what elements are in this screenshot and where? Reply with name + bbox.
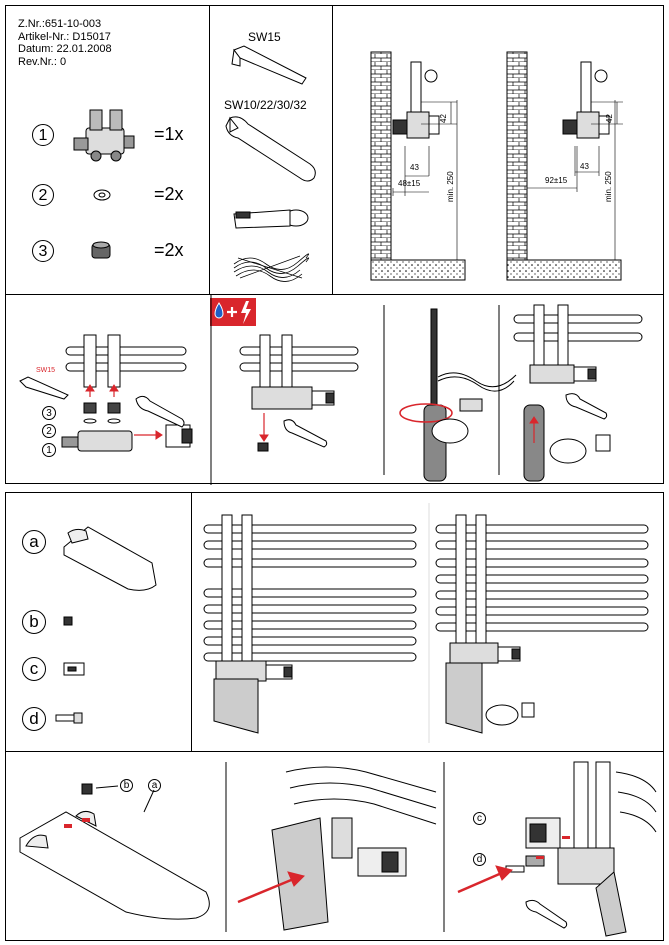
assembly-panel: SW15 3 2 1 [5, 294, 664, 485]
callout-2: 2 [42, 424, 56, 438]
cover-install-illustrations [19, 761, 657, 937]
callout-1: 1 [42, 443, 56, 457]
installation-dimension-drawings [370, 51, 623, 281]
valve-right-icon [562, 61, 610, 139]
dim-43-left: 43 [410, 163, 419, 172]
wall-left-icon [370, 51, 466, 281]
part-quantity-1: =1x [154, 124, 184, 144]
parts-panel: Z.Nr.:651-10-003 Artikel-Nr.: D15017 Dat… [5, 5, 210, 295]
valve-assembly-icon [61, 424, 193, 452]
tools-panel: SW15 SW10/22/30/32 [209, 5, 333, 295]
parts-illustrations [73, 109, 135, 259]
wrench-icon [225, 116, 316, 182]
arrow-step2 [259, 413, 269, 442]
cover-part-b: b [22, 610, 46, 634]
callout-b: b [120, 779, 133, 792]
callout-3: 3 [42, 406, 56, 420]
dim-43-right: 43 [580, 162, 589, 171]
dimension-lines-left [392, 100, 461, 261]
cover-install-panel: b a c d [5, 751, 664, 941]
dim-min250-right: min. 250 [604, 171, 613, 202]
slide-cover-icon [271, 766, 437, 931]
dimensions-panel: 42 43 48±15 min. 250 42 43 92±15 min. 25… [332, 5, 664, 295]
dim-92-right: 92±15 [545, 176, 568, 185]
radiator-step2-icon [239, 334, 359, 452]
hex-key-small-icon [19, 376, 69, 400]
wrench-small-icon [135, 395, 185, 428]
hex-key-icon [231, 45, 307, 85]
radiator-pipes-icon [65, 334, 187, 388]
red-slots [64, 818, 90, 828]
dimension-lines-right [527, 100, 623, 261]
radiators-with-cover-illustrations [203, 503, 649, 743]
cover-parts-panel: a b c d [5, 492, 192, 752]
cover-part-a: a [22, 530, 46, 554]
callout-a: a [148, 779, 161, 792]
arrows-red [85, 384, 163, 440]
dim-42-left: 42 [439, 114, 448, 123]
part-number-2: 2 [32, 184, 54, 206]
radiator-cover-right-icon [435, 514, 649, 734]
article-number: Artikel-Nr.: D15017 [18, 30, 111, 43]
tools-illustrations [225, 45, 316, 282]
cover-result-panel [191, 492, 664, 752]
dim-min250-left: min. 250 [446, 171, 455, 202]
screw-icon [55, 712, 83, 724]
radiator-cover-left-icon [203, 514, 417, 734]
doc-number: Z.Nr.:651-10-003 [18, 18, 102, 30]
doc-date: Datum: 22.01.2008 [18, 43, 112, 55]
water-electric-warning-icon [210, 298, 256, 326]
red-marks [536, 836, 570, 859]
assembly-illustrations [19, 295, 643, 485]
screw-fix-icon [505, 761, 657, 937]
sw15-red-label: SW15 [36, 367, 56, 374]
hex-key-size: SW15 [248, 30, 281, 44]
cover-tray-assembly-icon [19, 783, 210, 920]
document-meta: Z.Nr.:651-10-003 Artikel-Nr.: D15017 Dat… [18, 18, 112, 68]
wrench-sizes: SW10/22/30/32 [224, 98, 307, 112]
clip-nut-icon [63, 616, 73, 626]
part-quantity-2: =2x [154, 184, 184, 204]
cover-part-d: d [22, 707, 46, 731]
bracket-icon [63, 662, 85, 676]
revision-number: Rev.Nr.: 0 [18, 55, 67, 68]
arrow-step4 [529, 416, 539, 443]
tape-roll-icon [233, 209, 309, 229]
dim-48-left: 48±15 [398, 179, 421, 188]
part-number-1: 1 [32, 124, 54, 146]
wall-right-icon [506, 51, 622, 281]
part-number-3: 3 [32, 240, 54, 262]
hemp-fiber-icon [233, 253, 310, 282]
heating-element-install-icon [399, 308, 517, 482]
cover-tray-icon [63, 526, 157, 591]
callout-c: c [473, 812, 486, 825]
dim-42-right: 42 [605, 114, 614, 123]
nut-icon [91, 241, 111, 259]
cover-part-c: c [22, 657, 46, 681]
valve-left-icon [392, 61, 440, 139]
cover-part-illustrations [55, 526, 157, 724]
arrow-screw [457, 865, 513, 894]
washer-icon [93, 189, 111, 201]
nuts-icon [83, 402, 121, 424]
electric-heating-installed-icon [513, 304, 643, 482]
part-quantity-3: =2x [154, 240, 184, 260]
callout-d: d [473, 853, 486, 866]
valve-block-icon [73, 109, 135, 162]
arrow-slide [237, 871, 305, 904]
